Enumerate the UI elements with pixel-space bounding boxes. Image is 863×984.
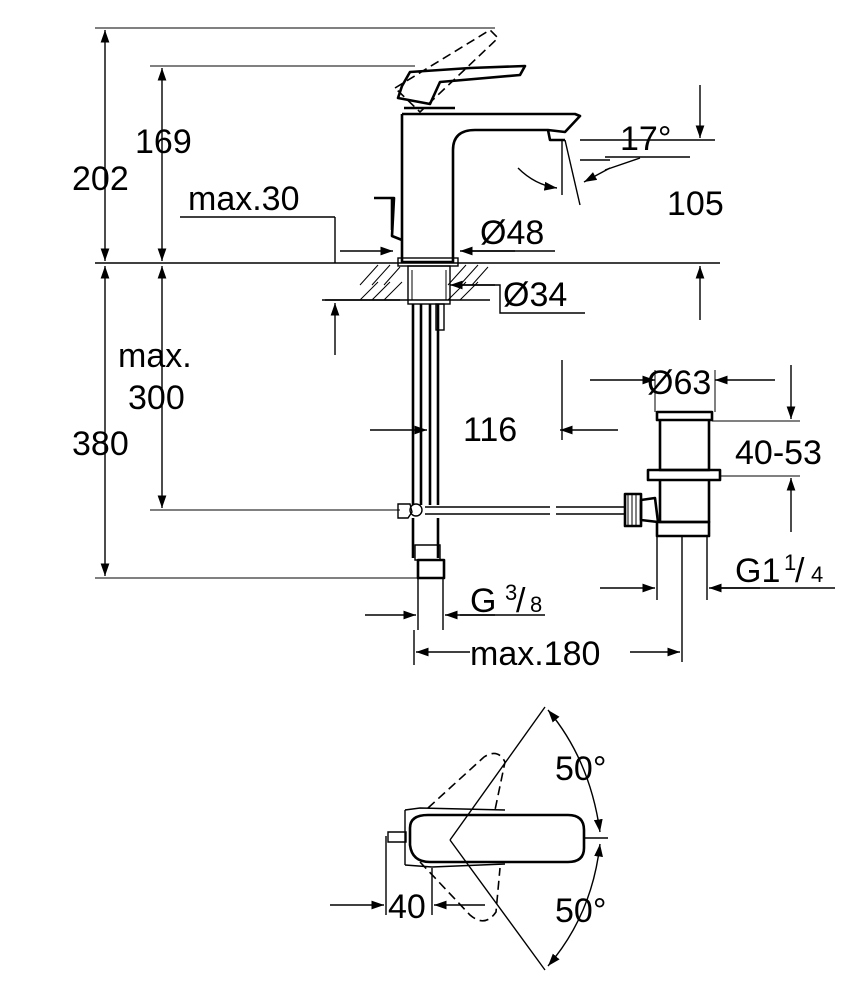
faucet-elevation: [95, 27, 720, 264]
deck-mounting: [325, 257, 490, 305]
hose-ferrule: [414, 544, 441, 561]
dim-dia63-label: Ø63: [647, 364, 711, 402]
dim-dia48-label: Ø48: [480, 214, 544, 252]
rod-clamp-left: [397, 503, 413, 519]
dim-105-label: 105: [667, 185, 724, 223]
dim-g38-slash: /: [516, 582, 526, 620]
dimension-dia48: Ø48: [460, 214, 555, 256]
dim-max30-label: max.30: [188, 180, 300, 218]
dim-g114-slash: /: [795, 552, 805, 590]
dimension-40: 40: [330, 888, 485, 926]
dim-202-label: 202: [72, 160, 129, 198]
drain-assembly: [425, 410, 722, 662]
dimension-max180: max.180: [413, 630, 680, 673]
dimension-50deg-top: 50°: [547, 709, 606, 833]
spout-outlet: [546, 129, 565, 142]
dim-169-label: 169: [135, 123, 192, 161]
faucet-body: [400, 112, 582, 264]
rod-clamp-nut: [409, 503, 423, 517]
drain-outlet: [655, 520, 711, 538]
faucet-plan-view: [385, 706, 608, 971]
supply-hoses: [397, 303, 446, 630]
drain-flange: [646, 468, 722, 482]
dim-max300-label-line2: 300: [128, 379, 185, 417]
mounting-nut: [407, 265, 451, 305]
dim-17deg-label: 17°: [620, 120, 671, 158]
drain-knob: [623, 492, 643, 528]
dimension-116: 116: [370, 360, 618, 449]
drain-lower-body: [658, 480, 711, 524]
dim-g38-numerator: 3: [505, 580, 517, 605]
dimension-380: 380: [72, 266, 420, 579]
dim-g114-main: G1: [735, 552, 780, 590]
popup-knob-top: [387, 831, 407, 843]
dim-50deg-top-label: 50°: [555, 750, 606, 788]
dim-50deg-bottom-label: 50°: [555, 892, 606, 930]
dim-max300-label-line1: max.: [118, 337, 192, 375]
angle-ray-bottom: [449, 839, 546, 971]
dim-g38-main: G: [470, 582, 496, 620]
dimension-g114: G1 1 / 4: [600, 550, 835, 593]
drain-cap: [655, 410, 714, 422]
dimension-g38: G 3 / 8: [365, 580, 545, 620]
dimension-max300: max. 300: [118, 266, 400, 511]
dim-g38-denominator: 8: [530, 592, 542, 617]
drain-upper-body: [658, 420, 711, 472]
dim-max180-label: max.180: [470, 635, 600, 673]
dimension-50deg-bottom: 50°: [547, 843, 606, 967]
lever-rotated-top-dashed: [427, 752, 506, 811]
deck-hatch: [359, 264, 489, 301]
body-top-edge: [404, 807, 506, 811]
dimension-40-53: 40-53: [712, 365, 822, 532]
lever-rotated-bottom-dashed: [419, 861, 501, 922]
hose-nut: [416, 558, 446, 580]
dim-g114-denominator: 4: [811, 562, 823, 587]
dimension-dia34: Ø34: [322, 276, 585, 355]
angle-ray-top: [449, 706, 546, 841]
dim-g114-numerator: 1: [784, 550, 796, 575]
dimension-202: 202: [72, 30, 129, 261]
dim-116-label: 116: [463, 411, 517, 449]
dim-40-53-label: 40-53: [735, 434, 822, 472]
dimension-169: 169: [135, 68, 192, 261]
dim-40-label: 40: [388, 888, 426, 926]
handle-top-view: [408, 813, 586, 864]
dim-380-label: 380: [72, 425, 129, 463]
drain-knob-boss: [639, 496, 660, 524]
threaded-stud: [435, 303, 445, 331]
lever-raised-dashed: [393, 28, 500, 114]
popup-rod: [374, 196, 403, 242]
dim-dia34-label: Ø34: [503, 276, 567, 314]
dimension-max30: max.30: [180, 180, 393, 263]
body-bottom-edge: [404, 863, 506, 868]
dimension-dia63: Ø63: [590, 364, 775, 412]
dimension-17deg: 17°: [517, 120, 690, 206]
dimension-105: 105: [580, 85, 724, 320]
lever-handle: [396, 64, 527, 106]
